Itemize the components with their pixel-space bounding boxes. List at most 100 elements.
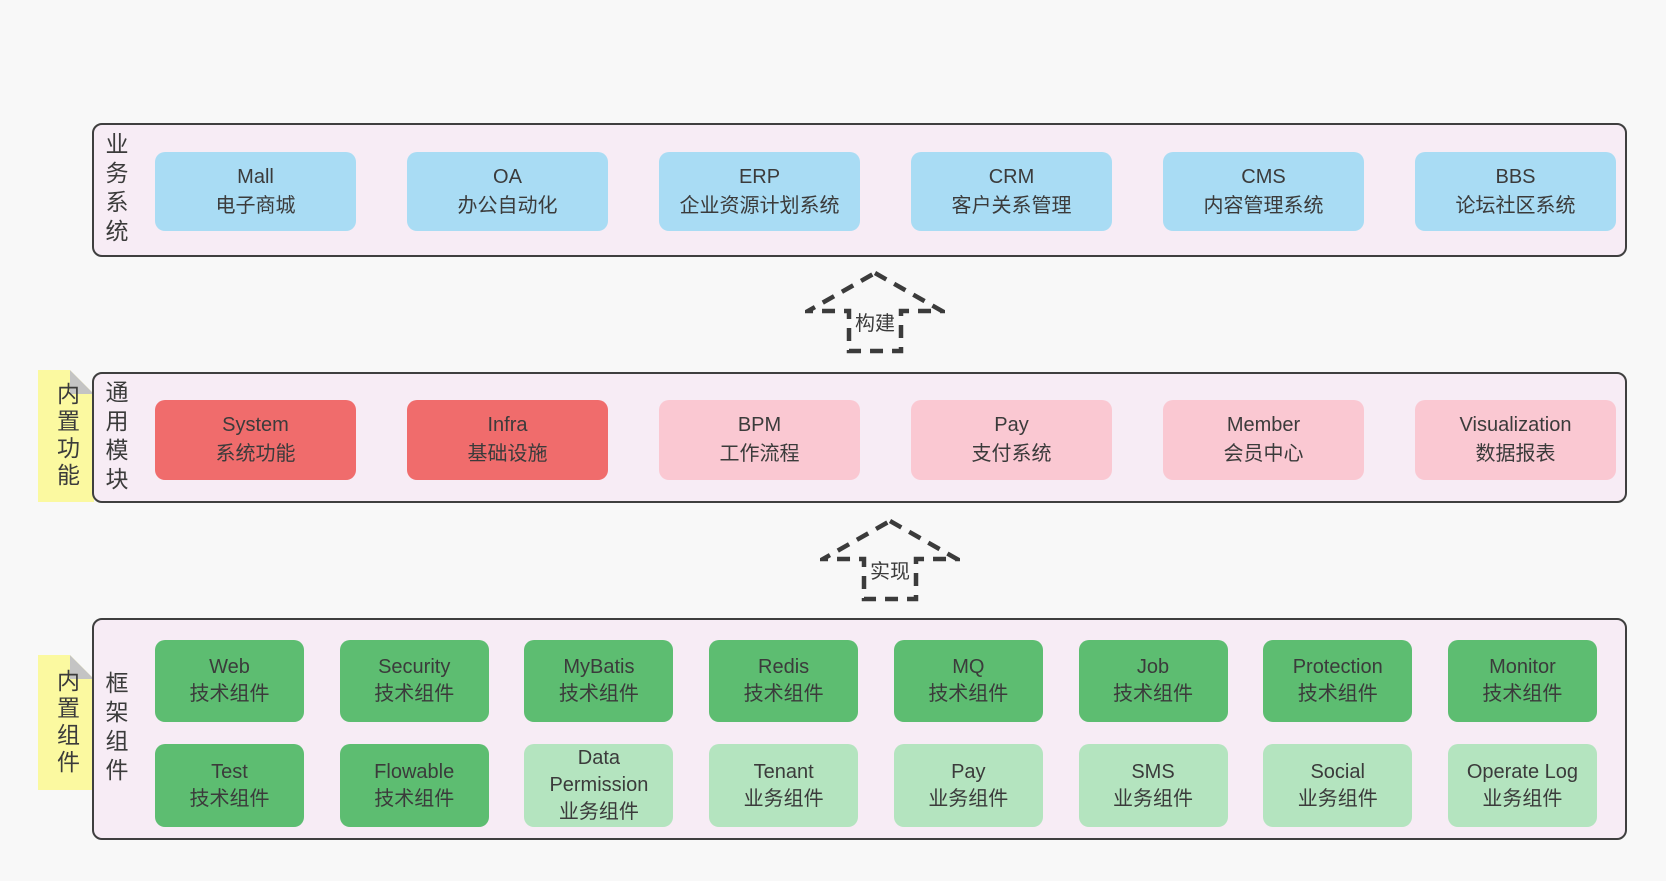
box-subtitle: 技术组件 [1113, 683, 1194, 705]
box-title: MyBatis [563, 656, 635, 678]
box-title: Visualization [1459, 414, 1572, 436]
box-subtitle: 办公自动化 [457, 194, 558, 217]
box-title: Infra [487, 414, 528, 436]
module-box-web: Web 技术组件 [155, 640, 304, 722]
box-subtitle: 支付系统 [971, 443, 1052, 465]
box-subtitle: 企业资源计划系统 [679, 194, 840, 217]
box-subtitle: 工作流程 [719, 443, 800, 465]
sticky-note-label: 内置组件 [53, 668, 80, 777]
box-title: Security [378, 656, 451, 678]
panel-business-systems: 业务系统 Mall 电子商城 OA 办公自动化 ERP 企业资源计划系统 CRM 客户关系管理… [92, 123, 1627, 257]
layer-label-framework-components: 框架组件 [102, 671, 128, 787]
module-box-protection: Protection 技术组件 [1263, 640, 1413, 722]
box-title: CRM [988, 165, 1035, 188]
box-title: Tenant [753, 760, 814, 783]
module-box-erp: ERP 企业资源计划系统 [659, 152, 860, 231]
module-box-security: Security 技术组件 [339, 640, 489, 722]
box-subtitle: 系统功能 [215, 443, 296, 465]
box-subtitle: 技术组件 [1482, 683, 1563, 705]
module-box-job: Job 技术组件 [1078, 640, 1228, 722]
layer-label-common-modules: 通用模块 [102, 379, 128, 496]
arrow-build: 构建 [805, 270, 945, 354]
box-title: Pay [951, 760, 986, 783]
box-title: Redis [758, 656, 810, 678]
box-subtitle: 客户关系管理 [951, 194, 1072, 217]
dashed-up-arrow-icon [820, 518, 960, 602]
box-title: Test [211, 760, 248, 783]
box-subtitle: 电子商城 [215, 194, 296, 217]
box-subtitle: 技术组件 [374, 683, 455, 705]
sticky-note-label: 内置功能 [53, 382, 80, 490]
module-box-pay: Pay 支付系统 [911, 400, 1112, 480]
business-systems-row: Mall 电子商城 OA 办公自动化 ERP 企业资源计划系统 CRM 客户关系管理 CMS 内容… [155, 152, 1616, 231]
arrow-label-build: 构建 [852, 312, 898, 336]
box-subtitle: 技术组件 [189, 683, 270, 705]
module-box-oa: OA 办公自动化 [407, 152, 608, 231]
module-box-mybatis: MyBatis 技术组件 [524, 640, 674, 722]
box-title: CMS [1241, 165, 1286, 188]
box-subtitle: 技术组件 [743, 683, 824, 705]
box-subtitle: 业务组件 [558, 801, 639, 823]
box-subtitle: 技术组件 [374, 787, 455, 810]
module-box-cms: CMS 内容管理系统 [1163, 152, 1364, 231]
module-box-redis: Redis 技术组件 [709, 640, 859, 722]
box-subtitle: 业务组件 [743, 787, 824, 810]
box-title: SMS [1131, 760, 1175, 783]
module-box-crm: CRM 客户关系管理 [911, 152, 1112, 231]
box-title: MQ [952, 656, 985, 678]
box-title: BPM [737, 414, 782, 436]
box-subtitle: 论坛社区系统 [1455, 194, 1576, 217]
box-title: BBS [1495, 165, 1536, 188]
module-box-tenant: Tenant 业务组件 [709, 744, 859, 827]
module-box-sms: SMS 业务组件 [1078, 744, 1228, 827]
box-title: Flowable [374, 760, 455, 783]
module-box-mq: MQ 技术组件 [893, 640, 1043, 722]
box-title: OA [493, 165, 522, 188]
arrow-implement: 实现 [820, 518, 960, 602]
module-box-mall: Mall 电子商城 [155, 152, 356, 231]
module-box-pay: Pay 业务组件 [893, 744, 1043, 827]
box-title: Member [1226, 414, 1301, 436]
box-subtitle: 技术组件 [928, 683, 1009, 705]
arrow-label-implement: 实现 [867, 560, 913, 584]
sticky-note-built-in-components: 内置组件 [38, 655, 94, 790]
box-subtitle: 内容管理系统 [1203, 194, 1324, 217]
box-subtitle: 业务组件 [1113, 787, 1194, 810]
module-box-bpm: BPM 工作流程 [659, 400, 860, 480]
box-title: Web [209, 656, 250, 678]
box-title: Data Permission [549, 747, 649, 796]
box-title: Monitor [1489, 656, 1556, 678]
box-title: Mall [237, 165, 274, 188]
dashed-up-arrow-icon [805, 270, 945, 354]
module-box-monitor: Monitor 技术组件 [1447, 640, 1597, 722]
module-box-system: System 系统功能 [155, 400, 356, 480]
module-box-test: Test 技术组件 [155, 744, 304, 827]
box-subtitle: 技术组件 [189, 787, 270, 810]
box-title: Social [1310, 760, 1365, 783]
box-subtitle: 业务组件 [1297, 787, 1378, 810]
box-title: Protection [1292, 656, 1383, 678]
box-title: ERP [738, 165, 781, 188]
box-title: Job [1136, 656, 1170, 678]
module-box-social: Social 业务组件 [1263, 744, 1413, 827]
box-subtitle: 会员中心 [1223, 443, 1304, 465]
box-subtitle: 技术组件 [558, 683, 639, 705]
box-subtitle: 技术组件 [1297, 683, 1378, 705]
box-title: Pay [994, 414, 1029, 436]
box-subtitle: 业务组件 [928, 787, 1009, 810]
sticky-note-built-in-functions: 内置功能 [38, 370, 94, 502]
module-box-flowable: Flowable 技术组件 [339, 744, 489, 827]
box-title: System [222, 414, 289, 436]
layer-label-business-systems: 业务系统 [102, 132, 128, 248]
module-box-member: Member 会员中心 [1163, 400, 1364, 480]
module-box-bbs: BBS 论坛社区系统 [1415, 152, 1616, 231]
module-box-data-permission: Data Permission 业务组件 [524, 744, 674, 827]
